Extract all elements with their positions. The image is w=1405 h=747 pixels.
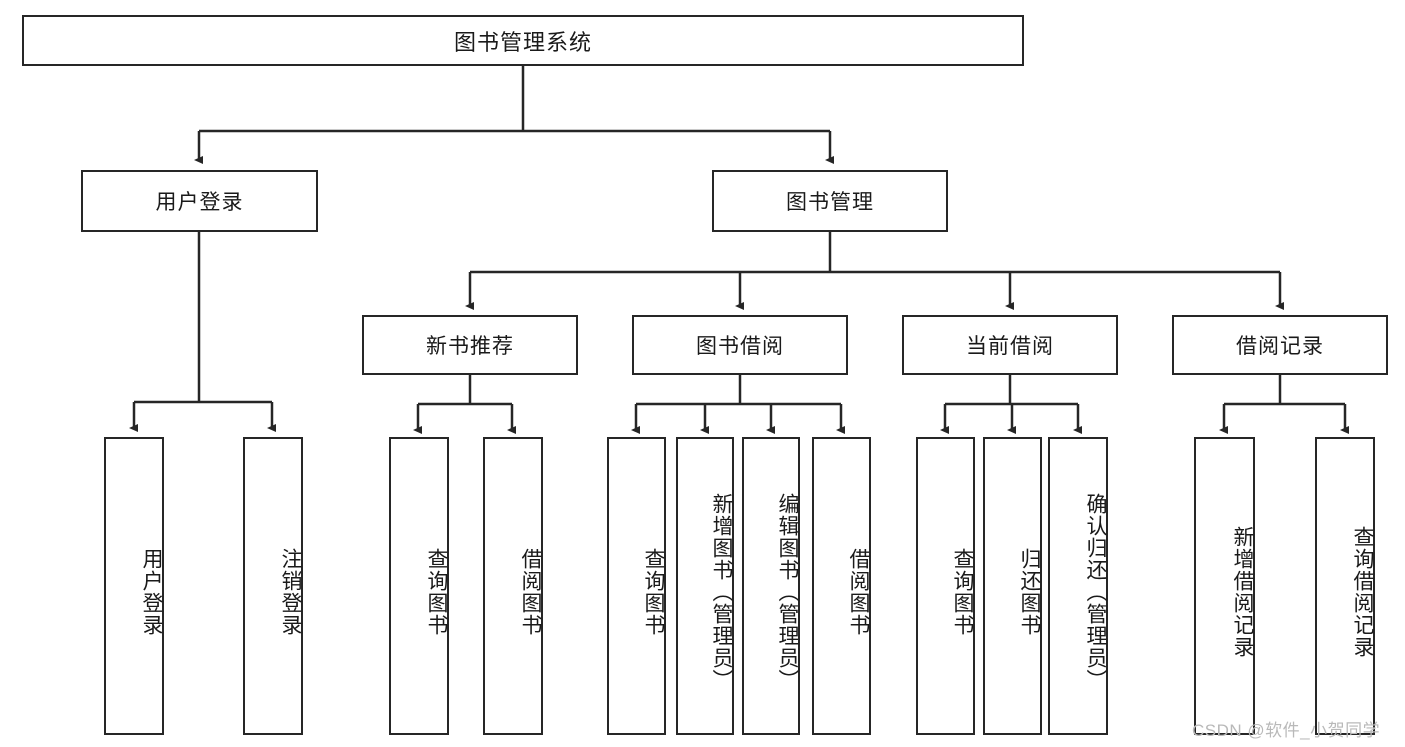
leaf-user-login-login[interactable]: 用户登录 [104,437,164,735]
leaf-new-book-query-book[interactable]: 查询图书 [389,437,449,735]
leaf-borrow-record-add-record[interactable]: 新增借阅记录 [1194,437,1255,735]
node-book-management[interactable]: 图书管理 [712,170,948,232]
leaf-current-borrow-return-book[interactable]: 归还图书 [983,437,1042,735]
leaf-current-borrow-query-book[interactable]: 查询图书 [916,437,975,735]
leaf-user-login-logout[interactable]: 注销登录 [243,437,303,735]
node-new-book-recommend[interactable]: 新书推荐 [362,315,578,375]
leaf-book-borrow-add-book-admin[interactable]: 新增图书（管理员） [676,437,734,735]
node-current-borrow[interactable]: 当前借阅 [902,315,1118,375]
leaf-borrow-record-query-record[interactable]: 查询借阅记录 [1315,437,1375,735]
leaf-current-borrow-confirm-return-admin[interactable]: 确认归还（管理员） [1048,437,1108,735]
leaf-new-book-borrow-book[interactable]: 借阅图书 [483,437,543,735]
node-book-borrow[interactable]: 图书借阅 [632,315,848,375]
node-root-book-management-system[interactable]: 图书管理系统 [22,15,1024,66]
watermark-text: CSDN @软件_小贺同学 [1192,721,1381,740]
leaf-book-borrow-borrow-book[interactable]: 借阅图书 [812,437,871,735]
node-borrow-record[interactable]: 借阅记录 [1172,315,1388,375]
leaf-book-borrow-query-book[interactable]: 查询图书 [607,437,666,735]
node-user-login[interactable]: 用户登录 [81,170,318,232]
leaf-book-borrow-edit-book-admin[interactable]: 编辑图书（管理员） [742,437,800,735]
